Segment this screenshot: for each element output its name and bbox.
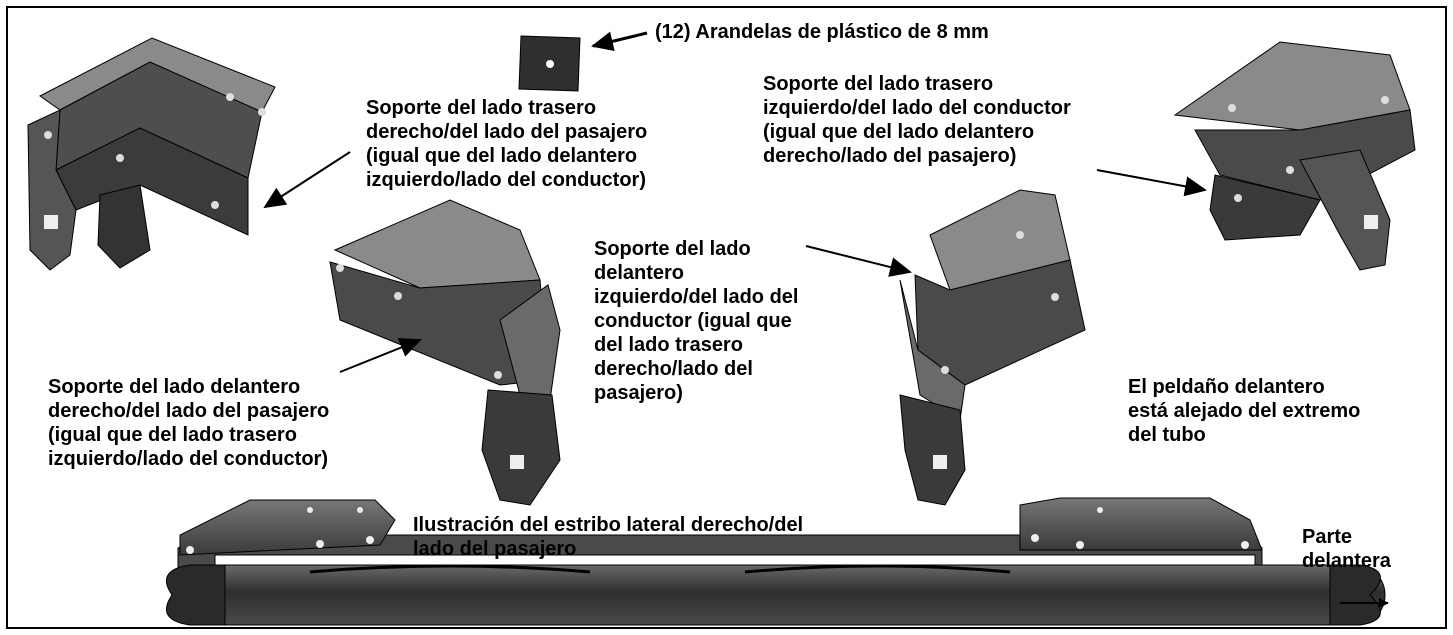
side-step-tube — [166, 534, 1386, 626]
rear-right-bracket — [27, 37, 276, 271]
front-left-bracket-arrow — [805, 245, 912, 277]
illustration-caption: Ilustración del estribo lateral derecho/… — [413, 514, 804, 560]
front-right-bracket-arrow — [339, 338, 422, 373]
washers-label: (12) Arandelas de plástico de 8 mm — [655, 21, 989, 43]
rear-mount-plate — [179, 499, 396, 556]
front-left-bracket-label: Soporte del lado delantero izquierdo/del… — [594, 238, 799, 404]
plastic-washer — [518, 35, 581, 92]
rear-left-bracket-label: Soporte del lado trasero izquierdo/del l… — [763, 73, 1071, 167]
front-left-bracket — [899, 189, 1086, 506]
front-step-note-label: El peldaño delantero está alejado del ex… — [1128, 376, 1361, 446]
rear-right-bracket-arrow — [263, 151, 351, 209]
washer-arrow — [591, 31, 648, 52]
rear-left-bracket — [1173, 41, 1416, 271]
rear-left-bracket-arrow — [1096, 169, 1207, 197]
front-right-bracket-label: Soporte del lado delantero derecho/del l… — [48, 376, 330, 470]
front-direction-label: Parte delantera — [1302, 526, 1391, 572]
front-mount-plate — [1019, 497, 1263, 551]
front-right-bracket — [329, 199, 561, 506]
rear-right-bracket-label: Soporte del lado trasero derecho/del lad… — [366, 97, 648, 191]
